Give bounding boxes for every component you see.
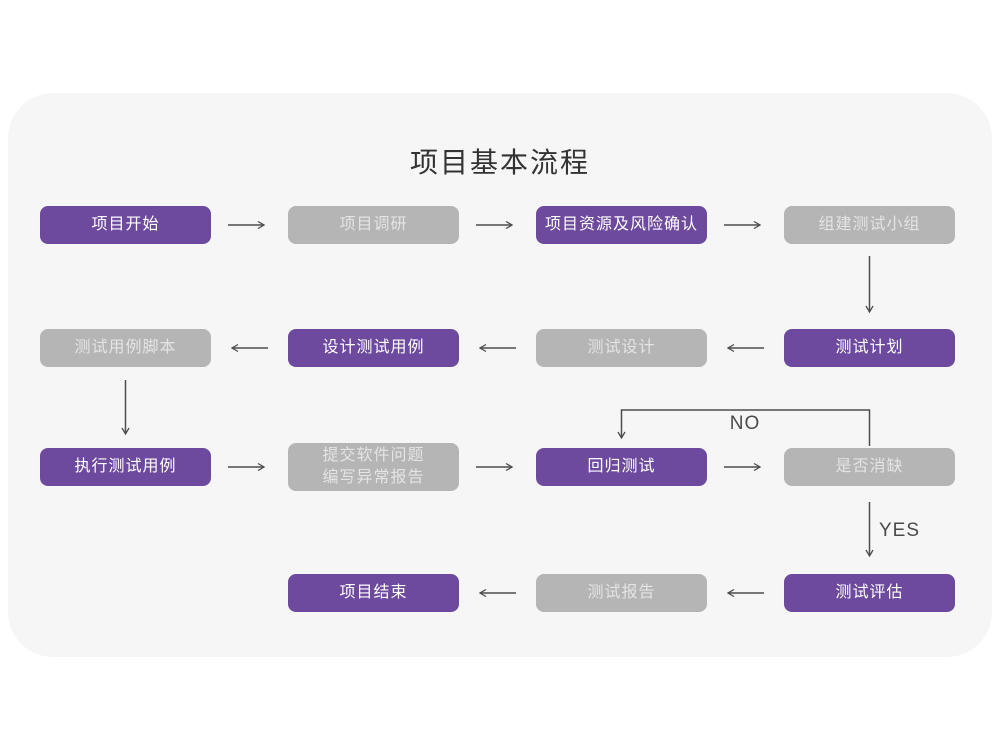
node-test-plan: 测试计划 — [784, 329, 955, 367]
node-test-design: 测试设计 — [536, 329, 707, 367]
node-project-end: 项目结束 — [288, 574, 459, 612]
node-defect-resolved: 是否消缺 — [784, 448, 955, 486]
node-test-report: 测试报告 — [536, 574, 707, 612]
node-execute-test-cases: 执行测试用例 — [40, 448, 211, 486]
node-regression-test: 回归测试 — [536, 448, 707, 486]
node-design-test-cases: 设计测试用例 — [288, 329, 459, 367]
node-project-research: 项目调研 — [288, 206, 459, 244]
node-test-case-script: 测试用例脚本 — [40, 329, 211, 367]
node-resource-risk-confirm: 项目资源及风险确认 — [536, 206, 707, 244]
flowchart-card — [8, 93, 992, 657]
node-test-evaluation: 测试评估 — [784, 574, 955, 612]
node-project-start: 项目开始 — [40, 206, 211, 244]
page-title: 项目基本流程 — [409, 147, 590, 178]
edge-label-yes: YES — [879, 520, 921, 541]
node-submit-issue-report: 提交软件问题 编写异常报告 — [288, 443, 459, 491]
node-build-test-team: 组建测试小组 — [784, 206, 955, 244]
edge-label-no: NO — [729, 413, 761, 434]
